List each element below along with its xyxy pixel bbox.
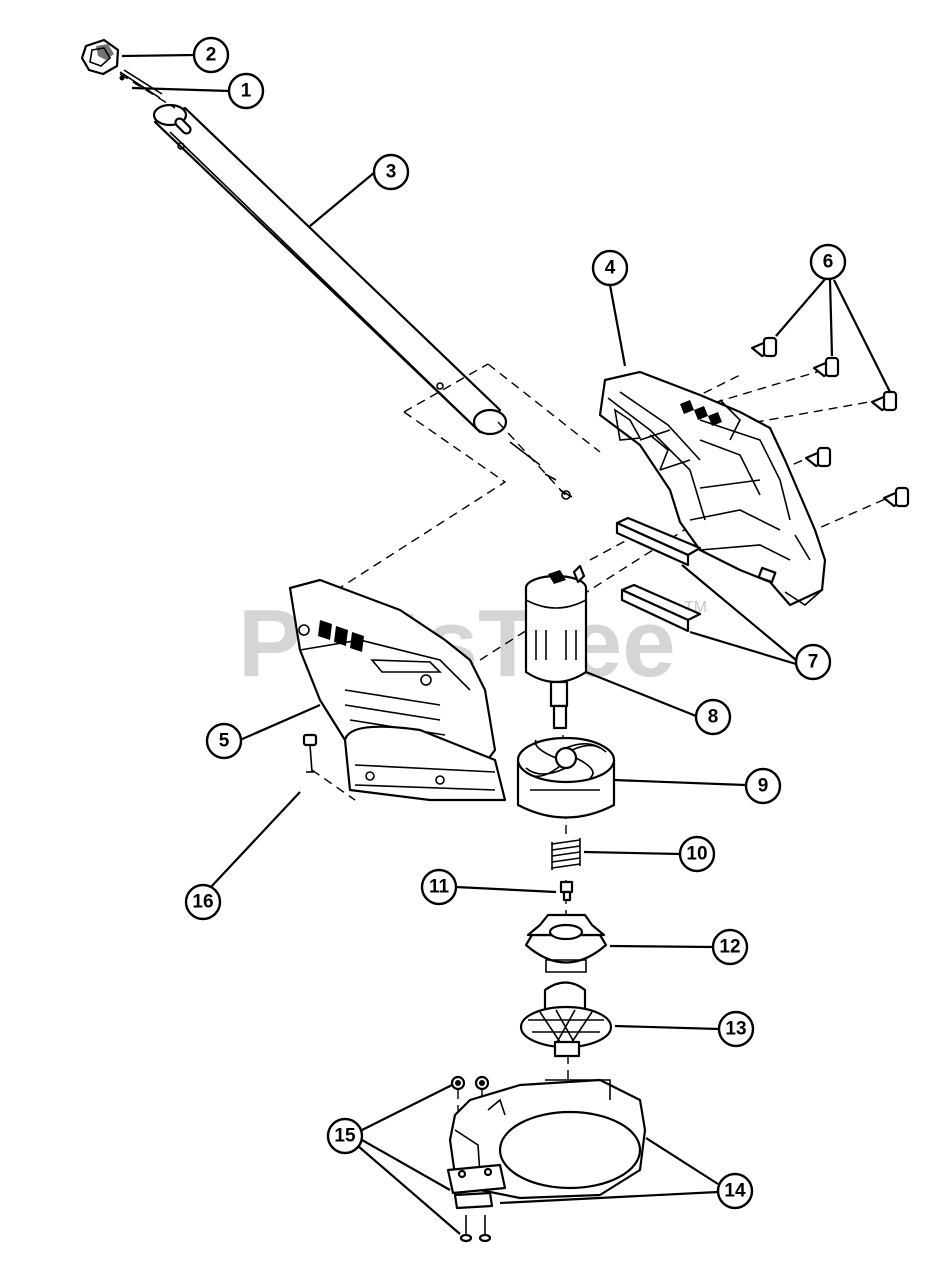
leader-14a bbox=[645, 1137, 719, 1185]
part-4-housing[interactable] bbox=[598, 370, 827, 607]
leader-7b bbox=[689, 630, 797, 666]
callout-14[interactable]: 14 bbox=[716, 1172, 754, 1210]
tube-end-hardware bbox=[509, 441, 573, 500]
screw-15c[interactable] bbox=[459, 1215, 473, 1243]
callout-8[interactable]: 8 bbox=[694, 698, 732, 736]
screw-15d[interactable] bbox=[478, 1215, 492, 1243]
svg-text:11: 11 bbox=[429, 877, 450, 898]
nut-15a[interactable] bbox=[450, 1075, 466, 1091]
leader-6a bbox=[775, 277, 827, 337]
callout-10[interactable]: 10 bbox=[678, 835, 716, 873]
leader-10 bbox=[583, 850, 681, 856]
svg-text:8: 8 bbox=[708, 707, 719, 728]
callout-4[interactable]: 4 bbox=[591, 249, 629, 287]
callout-16[interactable]: 16 bbox=[184, 883, 222, 921]
part-15-hardware[interactable] bbox=[446, 1075, 507, 1243]
part-2-knob[interactable] bbox=[80, 38, 120, 76]
svg-text:9: 9 bbox=[758, 776, 769, 797]
leader-9 bbox=[613, 778, 746, 787]
leader-lines bbox=[121, 53, 891, 1235]
svg-text:6: 6 bbox=[823, 252, 834, 273]
svg-text:15: 15 bbox=[334, 1126, 356, 1147]
callouts: 1 2 3 4 5 6 7 8 bbox=[184, 36, 847, 1210]
svg-text:12: 12 bbox=[719, 937, 740, 958]
leader-15a bbox=[361, 1084, 453, 1131]
svg-text:14: 14 bbox=[724, 1181, 746, 1202]
leader-6c bbox=[833, 279, 891, 393]
callout-3[interactable]: 3 bbox=[372, 153, 410, 191]
leader-2 bbox=[121, 53, 195, 58]
leader-7a bbox=[681, 564, 797, 661]
callout-5[interactable]: 5 bbox=[205, 722, 243, 760]
part-16-screw[interactable] bbox=[302, 733, 318, 773]
svg-text:1: 1 bbox=[241, 81, 252, 102]
part-3-tube[interactable] bbox=[152, 103, 508, 436]
screw-6d[interactable] bbox=[804, 446, 832, 468]
leader-8 bbox=[585, 670, 697, 718]
leader-12 bbox=[609, 944, 714, 949]
callout-11[interactable]: 11 bbox=[420, 868, 458, 906]
callout-12[interactable]: 12 bbox=[711, 928, 749, 966]
nut-15b[interactable] bbox=[474, 1075, 490, 1091]
leader-4 bbox=[608, 284, 627, 367]
leader-13 bbox=[614, 1024, 720, 1031]
screw-6c[interactable] bbox=[870, 390, 898, 412]
svg-text:3: 3 bbox=[386, 162, 397, 183]
leader-15b bbox=[361, 1139, 451, 1191]
svg-text:7: 7 bbox=[808, 652, 819, 673]
leader-5 bbox=[239, 703, 321, 742]
leader-6b bbox=[828, 279, 834, 357]
screw-6e[interactable] bbox=[882, 486, 910, 508]
svg-text:13: 13 bbox=[725, 1019, 746, 1040]
callout-9[interactable]: 9 bbox=[744, 767, 782, 805]
leader-11 bbox=[455, 885, 557, 894]
callout-1[interactable]: 1 bbox=[227, 72, 265, 110]
leader-15c bbox=[357, 1145, 461, 1235]
part-9-fan[interactable] bbox=[516, 736, 616, 819]
callout-6[interactable]: 6 bbox=[809, 243, 847, 281]
leader-14b bbox=[499, 1190, 719, 1205]
callout-2[interactable]: 2 bbox=[192, 36, 230, 74]
screw-6b[interactable] bbox=[812, 356, 840, 378]
callout-15[interactable]: 15 bbox=[326, 1117, 364, 1155]
svg-text:4: 4 bbox=[605, 258, 616, 279]
part-12-spool-hub[interactable] bbox=[524, 913, 608, 973]
part-5-cover[interactable] bbox=[288, 578, 507, 802]
leader-3 bbox=[309, 171, 376, 227]
leader-1 bbox=[131, 86, 231, 93]
leader-16 bbox=[209, 791, 301, 889]
part-13-spool[interactable] bbox=[519, 981, 613, 1058]
svg-text:10: 10 bbox=[686, 844, 707, 865]
part-7-strips[interactable] bbox=[615, 516, 702, 633]
part-1-screw[interactable] bbox=[119, 69, 163, 99]
part-8-motor[interactable] bbox=[524, 564, 588, 730]
part-10-spring[interactable] bbox=[551, 838, 581, 870]
svg-text:16: 16 bbox=[192, 892, 213, 913]
svg-text:2: 2 bbox=[206, 45, 217, 66]
screw-6a[interactable] bbox=[750, 336, 778, 358]
part-11-bolt[interactable] bbox=[559, 880, 574, 902]
callout-7[interactable]: 7 bbox=[794, 643, 832, 681]
svg-text:5: 5 bbox=[219, 731, 230, 752]
callout-13[interactable]: 13 bbox=[717, 1010, 755, 1048]
